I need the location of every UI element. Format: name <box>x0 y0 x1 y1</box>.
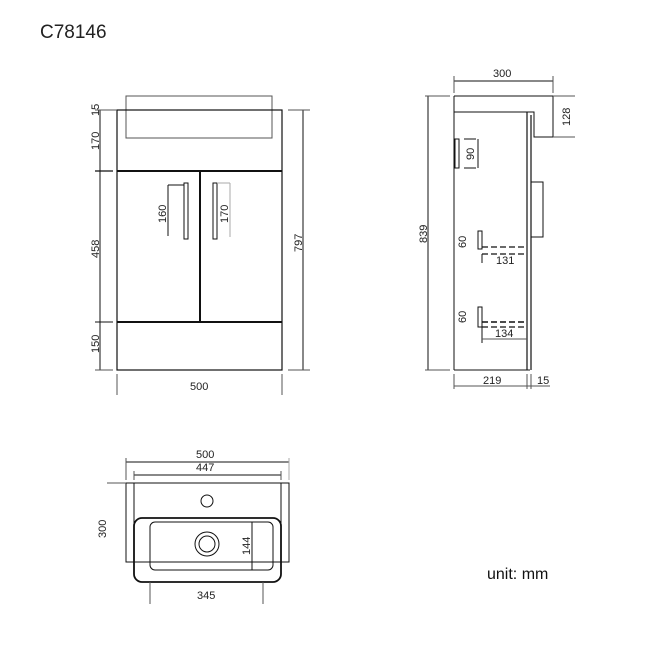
dim-shelf1-height: 60 <box>457 236 469 248</box>
dim-shelf2-height: 60 <box>457 311 469 323</box>
dim-basin-height: 170 <box>90 132 102 150</box>
product-code: C78146 <box>40 22 107 43</box>
dim-basin-drop: 128 <box>561 108 573 126</box>
dim-side-depth: 300 <box>493 68 511 80</box>
dim-right-handle: 170 <box>219 205 231 223</box>
dim-top-outer-width: 500 <box>196 449 214 461</box>
dim-side-total-height: 839 <box>418 225 430 243</box>
dim-overflow: 90 <box>465 148 477 160</box>
dim-cabinet-depth: 219 <box>483 375 501 387</box>
dim-plinth-height: 150 <box>90 335 102 353</box>
dim-shelf2-depth: 134 <box>495 328 513 340</box>
dim-shelf1-depth: 131 <box>496 255 514 267</box>
dim-top-lip: 15 <box>90 104 102 116</box>
dim-front-width: 500 <box>190 381 208 393</box>
dim-door-thickness: 15 <box>537 375 549 387</box>
unit-label: unit: mm <box>487 566 549 583</box>
dim-bowl-depth: 144 <box>241 537 253 555</box>
dim-left-handle: 160 <box>157 205 169 223</box>
dim-bowl-width: 345 <box>197 590 215 602</box>
dim-top-inner-width: 447 <box>196 462 214 474</box>
dim-door-height: 458 <box>90 240 102 258</box>
front-view <box>95 95 310 395</box>
dim-top-depth: 300 <box>97 520 109 538</box>
dim-front-total-height: 797 <box>293 234 305 252</box>
top-view <box>107 458 290 604</box>
side-view <box>425 76 575 389</box>
